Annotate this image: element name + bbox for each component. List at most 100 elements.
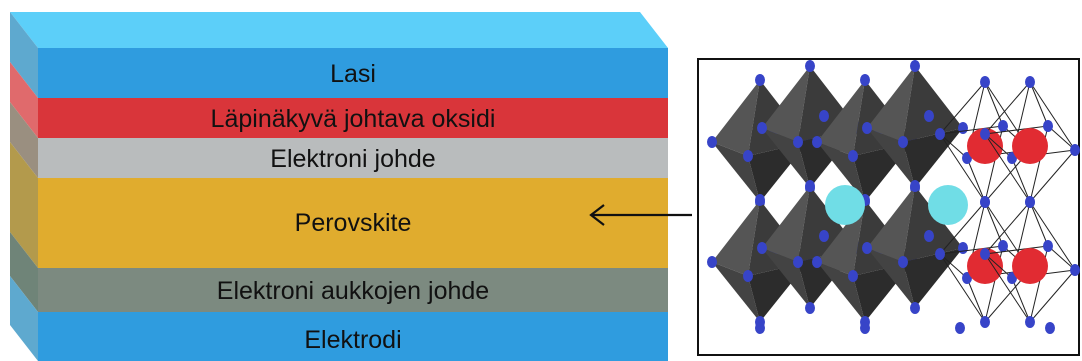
vertex-atom	[793, 136, 803, 148]
octahedron-edge	[939, 201, 986, 255]
octahedron-edge	[939, 245, 1004, 255]
layer-perovskite-side	[10, 142, 38, 268]
vertex-atom	[958, 242, 968, 254]
vertex-atom	[1043, 240, 1053, 252]
layer-hole-transport-side	[10, 232, 38, 312]
vertex-atom	[848, 150, 858, 162]
b-site-atom	[967, 248, 1003, 284]
vertex-atom	[819, 110, 829, 122]
layer-electron-transport-front	[38, 138, 668, 178]
octahedron-edge	[939, 253, 986, 323]
vertex-atom	[1043, 120, 1053, 132]
octahedron-edge	[966, 157, 986, 203]
octahedron-edge	[1011, 157, 1031, 203]
octahedron-face	[867, 66, 915, 142]
octahedron-edge	[984, 253, 1013, 279]
vertex-atom	[860, 322, 870, 334]
a-site-atom	[825, 185, 865, 225]
layer-electron-transport: Elektroni johde	[10, 102, 668, 178]
vertex-atom	[743, 150, 753, 162]
layer-tco: Läpinäkyvä johtava oksidi	[10, 62, 668, 138]
vertex-atom	[998, 120, 1008, 132]
octahedron-edge	[984, 245, 1049, 255]
layer-tco-label: Läpinäkyvä johtava oksidi	[211, 105, 496, 133]
octahedron-edge	[1029, 201, 1049, 247]
vertex-atom	[898, 256, 908, 268]
vertex-atom	[924, 230, 934, 242]
vertex-atom	[924, 110, 934, 122]
vertex-atom	[1045, 322, 1055, 334]
layer-hole-transport: Elektroni aukkojen johde	[10, 232, 668, 312]
layer-perovskite-label: Perovskite	[295, 209, 412, 237]
crystal-structure	[707, 60, 1080, 334]
b-site-atom	[967, 128, 1003, 164]
octahedron-edge	[1029, 149, 1076, 203]
vertex-atom	[935, 128, 945, 140]
layer-tco-side	[10, 62, 38, 138]
octahedron-face	[903, 66, 963, 142]
octahedron-edge	[1047, 125, 1076, 151]
octahedron-face	[903, 186, 963, 262]
octahedron-edge	[939, 133, 986, 203]
octahedron-face	[867, 186, 915, 262]
vertex-atom	[935, 248, 945, 260]
vertex-atom	[980, 248, 990, 260]
octahedron-edge	[984, 81, 1004, 127]
vertex-atom	[707, 136, 717, 148]
vertex-atom	[862, 122, 872, 134]
vertex-atom	[980, 128, 990, 140]
octahedron-face	[903, 248, 963, 308]
vertex-atom	[1070, 144, 1080, 156]
vertex-atom	[757, 242, 767, 254]
octahedron-edge	[1011, 277, 1031, 323]
octahedron-edge	[984, 133, 1031, 203]
octahedron-edge	[984, 201, 1031, 255]
vertex-atom	[860, 74, 870, 86]
vertex-atom	[848, 270, 858, 282]
octahedron-face	[817, 80, 865, 156]
vertex-atom	[980, 76, 990, 88]
vertex-atom	[755, 194, 765, 206]
vertex-atom	[819, 230, 829, 242]
vertex-atom	[1070, 264, 1080, 276]
vertex-atom	[862, 242, 872, 254]
octahedron-edge	[939, 125, 1004, 135]
octahedron-face	[903, 128, 963, 188]
octahedron-face	[762, 186, 810, 262]
vertex-atom	[980, 316, 990, 328]
vertex-atom	[755, 322, 765, 334]
layer-electrode-label: Elektrodi	[304, 326, 401, 354]
vertex-atom	[805, 60, 815, 72]
octahedron-edge	[984, 133, 1013, 159]
vertex-atom	[910, 180, 920, 192]
octahedron-edge	[984, 253, 1031, 323]
layer-electron-transport-side	[10, 102, 38, 178]
vertex-atom	[1025, 196, 1035, 208]
vertex-atom	[757, 122, 767, 134]
layer-stack: Lasi Läpinäkyvä johtava oksidi Elektroni…	[10, 12, 668, 361]
layer-hole-transport-label: Elektroni aukkojen johde	[217, 277, 489, 305]
layer-electrode-side	[10, 276, 38, 361]
vertex-atom	[898, 136, 908, 148]
b-site-atom	[1012, 248, 1048, 284]
vertex-atom	[805, 302, 815, 314]
layer-electrode: Elektrodi	[10, 276, 668, 361]
layer-glass-front	[38, 48, 668, 98]
vertex-atom	[1025, 76, 1035, 88]
vertex-atom	[1025, 316, 1035, 328]
layer-perovskite: Perovskite	[10, 142, 668, 268]
vertex-atom	[805, 180, 815, 192]
vertex-atom	[743, 270, 753, 282]
octahedron-edge	[1029, 81, 1049, 127]
octahedron-edge	[939, 253, 968, 279]
vertex-atom	[812, 136, 822, 148]
octahedron-edge	[984, 125, 1049, 135]
arrow-icon	[589, 204, 692, 226]
octahedron-edge	[984, 81, 1031, 135]
octahedron-edge	[1029, 81, 1076, 151]
vertex-atom	[812, 256, 822, 268]
octahedron-edge	[1029, 201, 1076, 271]
vertex-atom	[707, 256, 717, 268]
vertex-atom	[958, 122, 968, 134]
